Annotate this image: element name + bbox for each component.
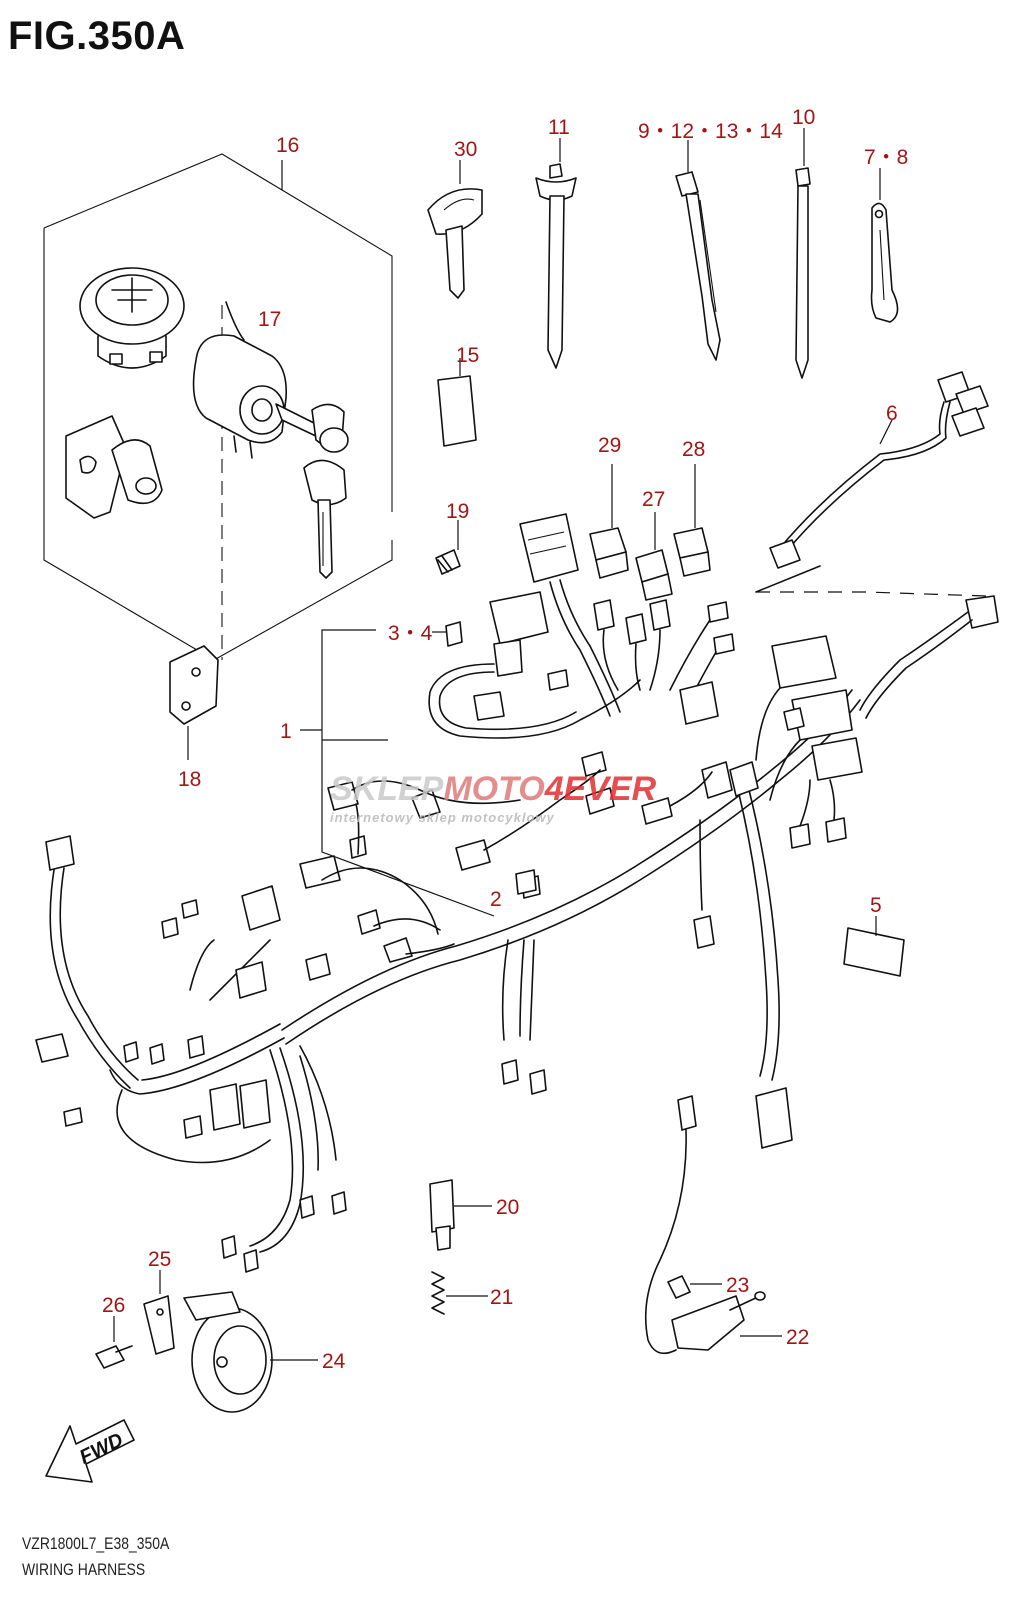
key-in-box	[303, 427, 349, 579]
callout-30: 30	[454, 138, 477, 161]
callout-20: 20	[496, 1196, 519, 1219]
shop-watermark: SKLEPMOTO4EVER internetowy sklep motocyk…	[330, 770, 657, 825]
callout-24: 24	[322, 1350, 346, 1373]
callout-15: 15	[456, 344, 479, 367]
watermark-brand-mid: MOTO	[443, 770, 544, 808]
harness-upper-loop	[428, 513, 641, 739]
harness-bracket-1	[300, 629, 495, 917]
bolt-23	[667, 1275, 722, 1299]
figure-title: FIG.350A	[8, 14, 186, 58]
left-connector-cluster	[35, 835, 793, 1273]
watermark-brand-right: 4EVER	[544, 770, 657, 808]
bolt-19	[435, 520, 461, 575]
callout-18: 18	[178, 768, 201, 791]
horn-24	[183, 1291, 318, 1413]
callout-5: 5	[870, 894, 882, 917]
main-harness-trunk	[49, 689, 861, 1253]
callout-3-4: 3・4	[388, 622, 433, 645]
clamp-9-12-13-14	[675, 140, 721, 361]
watermark-tagline: internetowy sklep motocyklowy	[330, 810, 555, 825]
callout-19: 19	[446, 500, 469, 523]
svg-text:SKLEPMOTO4EVER: SKLEPMOTO4EVER	[330, 770, 657, 808]
connector-cap-29	[589, 464, 629, 579]
callout-11: 11	[548, 116, 570, 139]
connector-2	[515, 869, 537, 895]
callout-16: 16	[276, 134, 299, 157]
connector-cap-27	[635, 512, 673, 601]
callout-27: 27	[642, 488, 665, 511]
sensor-22	[644, 1095, 782, 1355]
steering-lock-body	[65, 415, 163, 519]
fwd-arrow: FWD	[45, 1419, 135, 1483]
right-connector	[859, 595, 999, 719]
callout-28: 28	[682, 438, 705, 461]
callout-1: 1	[280, 720, 292, 743]
middle-connectors	[641, 761, 759, 949]
sub-harness-6	[769, 371, 989, 569]
model-code: VZR1800L7_E38_350A	[22, 1534, 170, 1553]
callout-2: 2	[490, 888, 502, 911]
callout-25: 25	[148, 1248, 171, 1271]
ignition-switch	[192, 301, 345, 459]
callout-26: 26	[102, 1294, 125, 1317]
callout-10: 10	[792, 106, 815, 129]
callouts: 1 2 3・4 5 6 7・8 9・12・13・14 10 11 15 16 1…	[102, 106, 908, 1373]
dashed-leader	[756, 591, 987, 597]
clamp-11	[535, 138, 577, 369]
spring-21	[431, 1271, 488, 1315]
callout-21: 21	[490, 1286, 513, 1309]
callout-23: 23	[726, 1274, 749, 1297]
connector-cap-28	[673, 464, 711, 577]
callout-9-12-13-14: 9・12・13・14	[638, 120, 783, 143]
callout-22: 22	[786, 1326, 809, 1349]
ignition-cover-ring	[79, 267, 185, 369]
callout-6: 6	[886, 402, 898, 425]
bracket-25	[143, 1270, 175, 1355]
ignition-key	[427, 160, 483, 299]
clamp-7-8	[870, 168, 899, 323]
label-sticker-5	[843, 916, 905, 977]
label-sticker-15	[437, 358, 477, 447]
bracket-plate	[169, 645, 219, 760]
callout-7-8: 7・8	[864, 146, 908, 169]
right-connector-stack	[755, 635, 863, 849]
callout-29: 29	[598, 434, 621, 457]
watermark-brand-left: SKLEP	[330, 770, 444, 808]
switch-20	[429, 1179, 492, 1251]
callout-17: 17	[258, 308, 281, 331]
bracket-connectors	[327, 751, 615, 899]
fuse-3-4	[432, 621, 463, 647]
upper-connector-cluster	[593, 599, 735, 725]
cable-tie-10	[795, 128, 811, 379]
bolt-26	[95, 1316, 133, 1369]
figure-caption: WIRING HARNESS	[22, 1560, 146, 1579]
